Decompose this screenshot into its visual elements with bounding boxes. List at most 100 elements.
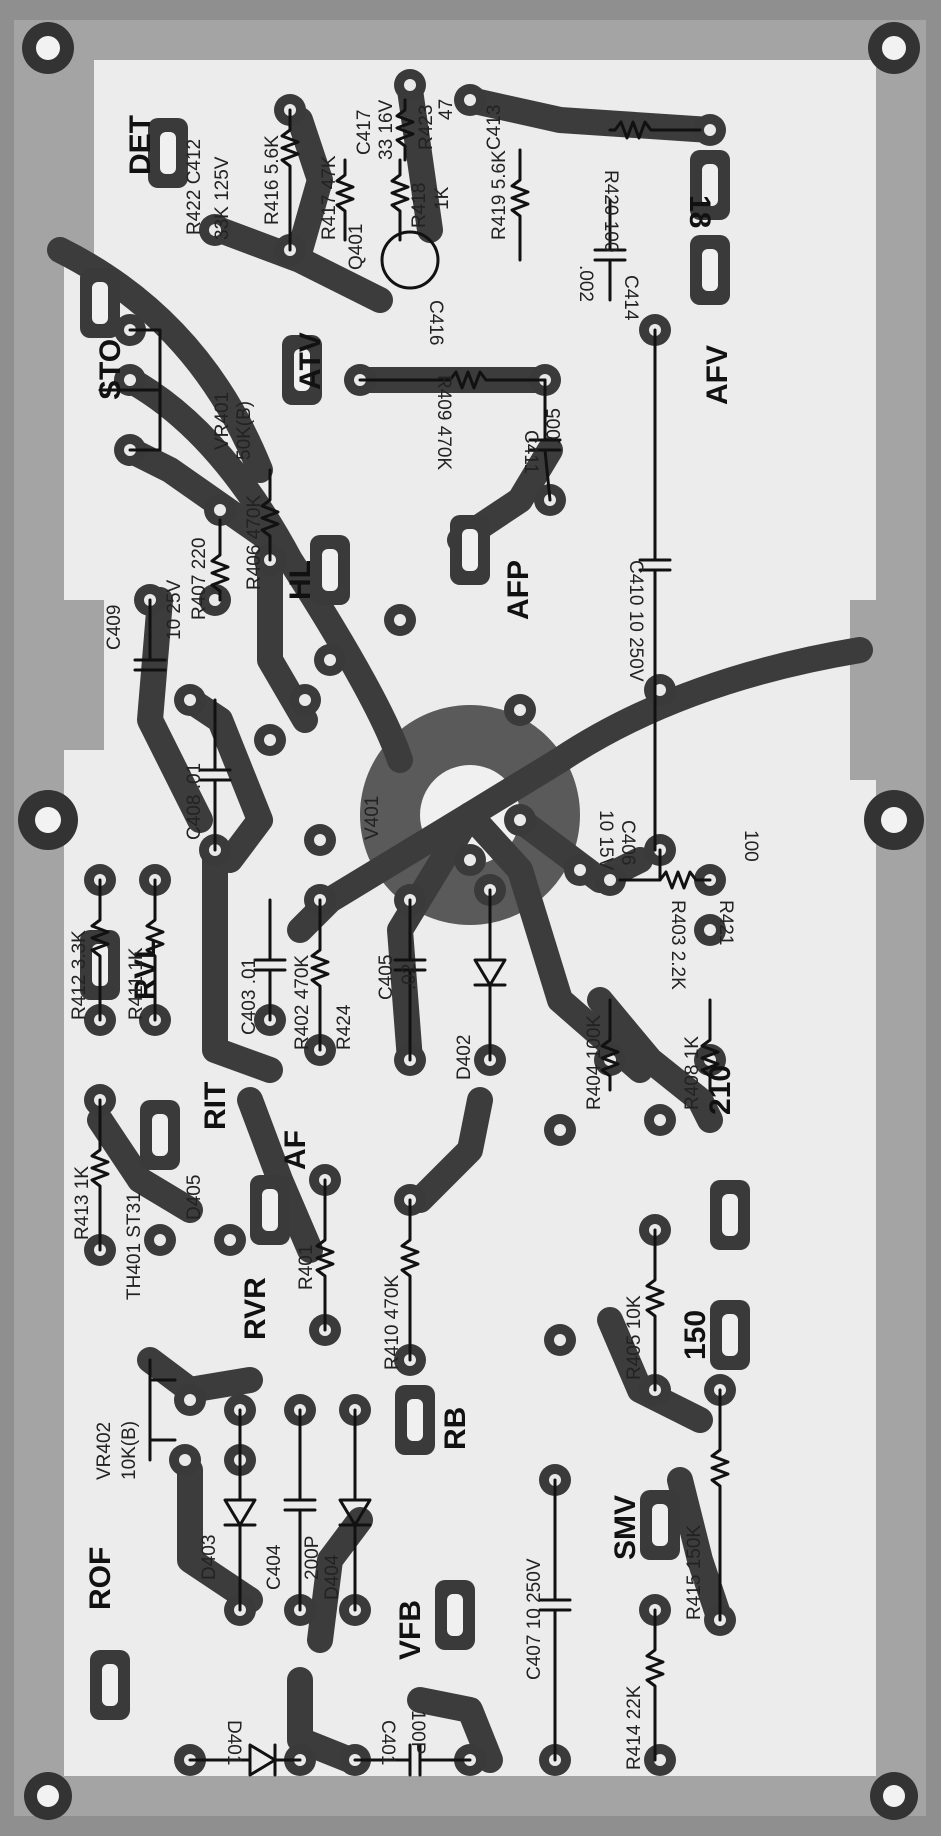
label-vr402-val: 10K(B) [119, 1421, 140, 1480]
diode-d404 [338, 1408, 372, 1612]
label-c414: C414 [620, 275, 641, 321]
label-r420: R420 100 [600, 170, 621, 252]
label-q401: Q401 [346, 224, 367, 270]
label-210: 210 [704, 1065, 737, 1115]
resistor-r414 [645, 1608, 665, 1762]
label-r412: R412 3.3K [69, 930, 90, 1020]
label-33k-125v: 33K 125V [212, 156, 233, 240]
label-c411: C411 [520, 430, 541, 474]
label-r418: R418 [409, 183, 430, 228]
label-d401: D401 [223, 1720, 244, 1765]
label-rof: ROF [84, 1547, 117, 1610]
capacitor-c414 [593, 198, 627, 302]
label-r401: R401 [296, 1245, 317, 1290]
resistor-r419 [510, 148, 530, 262]
ground-plane [14, 20, 926, 1816]
label-sto: STO [94, 339, 127, 400]
capacitor-c408 [198, 698, 232, 852]
label-vr401-val: 50K(B) [234, 401, 255, 460]
resistor-r418 [390, 158, 410, 242]
label-c405-val: .02 [399, 964, 420, 990]
label-c414-val: .002 [575, 265, 596, 302]
label-det: DET [124, 115, 157, 175]
label-r415: R415 150K [684, 1525, 705, 1620]
label-150: 150 [679, 1310, 712, 1360]
label-d405: D405 [184, 1175, 205, 1220]
label-c410: C410 10 250V [625, 560, 646, 682]
resistor-r408 [700, 998, 720, 1092]
resistor-r410 [400, 1198, 420, 1362]
label-r405: R405 10K [624, 1295, 645, 1380]
label-th401: TH401 ST31 [124, 1192, 145, 1300]
potentiometer-vr401 [98, 328, 162, 452]
component-labels: R422 C412 33K 125V R416 5.6K R417 47K C4… [69, 99, 761, 1770]
label-d403: D403 [199, 1535, 220, 1580]
diode-d401 [188, 1743, 302, 1777]
label-r404: R404 100K [584, 1015, 605, 1110]
resistor-r404 [600, 998, 620, 1092]
label-atv: ATV [294, 332, 327, 390]
label-vfb: VFB [394, 1600, 427, 1660]
label-r413: R413 1K [72, 1166, 93, 1240]
capacitor-c404 [283, 1408, 317, 1612]
label-r421-val: 100 [740, 830, 761, 862]
terminal-pads [80, 118, 750, 1720]
label-rvl: RVL [129, 941, 162, 1000]
label-vr401: VR401 [212, 392, 233, 450]
label-smv: SMV [609, 1495, 642, 1560]
component-symbols [90, 98, 730, 1777]
label-r424: R424 [334, 1004, 355, 1050]
label-r421: R421 [715, 900, 736, 945]
label-r414: R414 22K [624, 1685, 645, 1770]
label-r422-c412: R422 C412 [184, 139, 205, 235]
label-c407: C407 10 250V [524, 1558, 545, 1680]
label-c401-val: 100P [407, 1710, 428, 1754]
label-r423-val: 47 [436, 99, 457, 120]
label-afp: AFP [502, 560, 535, 620]
label-c404-val: 200P [302, 1536, 323, 1580]
label-c406: C406 [617, 820, 638, 865]
label-c403: C403 .01 [239, 958, 260, 1035]
label-rvr: RVR [239, 1277, 272, 1340]
capacitor-c405 [393, 898, 427, 1062]
resistor-r411 [145, 878, 165, 1022]
label-r402: R402 470K [292, 955, 313, 1050]
capacitor-c407 [538, 1478, 572, 1762]
resistor-r405 [645, 1228, 665, 1392]
resistor-r409 [358, 370, 547, 390]
capacitor-c411 [528, 378, 562, 502]
label-c413: C413 [484, 105, 505, 150]
label-r416: R416 5.6K [262, 135, 283, 225]
function-labels: DET STO ATV AFV HL AFP RVL RIT AF RVR RB… [84, 115, 737, 1660]
capacitor-c409 [133, 598, 167, 672]
label-r407: R407 220 [189, 538, 210, 620]
label-c405: C405 [376, 955, 397, 1000]
label-r410: R410 470K [382, 1275, 403, 1370]
label-c417: C417 [354, 110, 375, 155]
resistor-r413 [90, 1098, 110, 1252]
label-r409: R409 470K [433, 375, 454, 470]
mounting-holes [18, 22, 924, 1820]
resistor-r420 [608, 120, 702, 140]
label-c411-val: .005 [544, 408, 565, 445]
label-r423: R423 [416, 105, 437, 150]
label-rb: RB [439, 1407, 472, 1450]
label-c406-val: 10 15V [595, 810, 616, 871]
label-afv: AFV [701, 345, 734, 405]
label-hl: HL [284, 560, 317, 600]
label-d404: D404 [322, 1554, 343, 1600]
label-v401: V401 [362, 796, 383, 840]
label-af: AF [279, 1130, 312, 1170]
resistor-r406 [260, 468, 280, 562]
label-r406: R406 470K [244, 495, 265, 590]
resistor-r401 [315, 1178, 335, 1332]
diode-d403 [223, 1408, 257, 1612]
label-r418-val: 1K [432, 186, 453, 210]
diode-d402 [473, 888, 507, 1062]
label-c409-val: 10 25V [164, 579, 185, 640]
resistor-r403 [618, 870, 712, 890]
capacitor-c401 [353, 1743, 472, 1777]
capacitor-c403 [253, 898, 287, 1022]
potentiometer-vr402 [148, 1358, 177, 1462]
resistor-r417 [335, 158, 355, 242]
